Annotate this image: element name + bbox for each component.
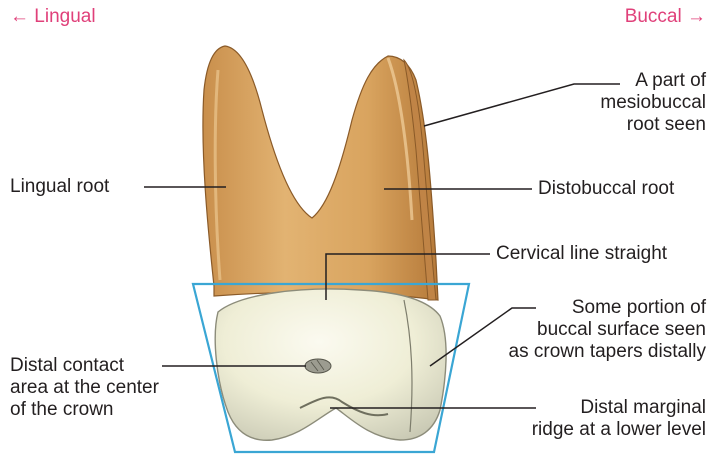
mesiobuccal-root-label: A part of mesiobuccal root seen	[600, 70, 706, 136]
distobuccal-root-label: Distobuccal root	[538, 178, 674, 200]
cervical-line-label: Cervical line straight	[496, 243, 667, 265]
root-body	[203, 46, 438, 300]
distal-contact-label: Distal contact area at the center of the…	[10, 355, 159, 421]
lingual-direction-label: ← Lingual	[10, 6, 96, 28]
buccal-surface-label: Some portion of buccal surface seen as c…	[509, 297, 706, 363]
buccal-direction-label: Buccal →	[625, 6, 706, 28]
marginal-ridge-label: Distal marginal ridge at a lower level	[532, 397, 706, 441]
leader-mesiobuccal	[424, 84, 620, 126]
lingual-root-label: Lingual root	[10, 176, 109, 198]
